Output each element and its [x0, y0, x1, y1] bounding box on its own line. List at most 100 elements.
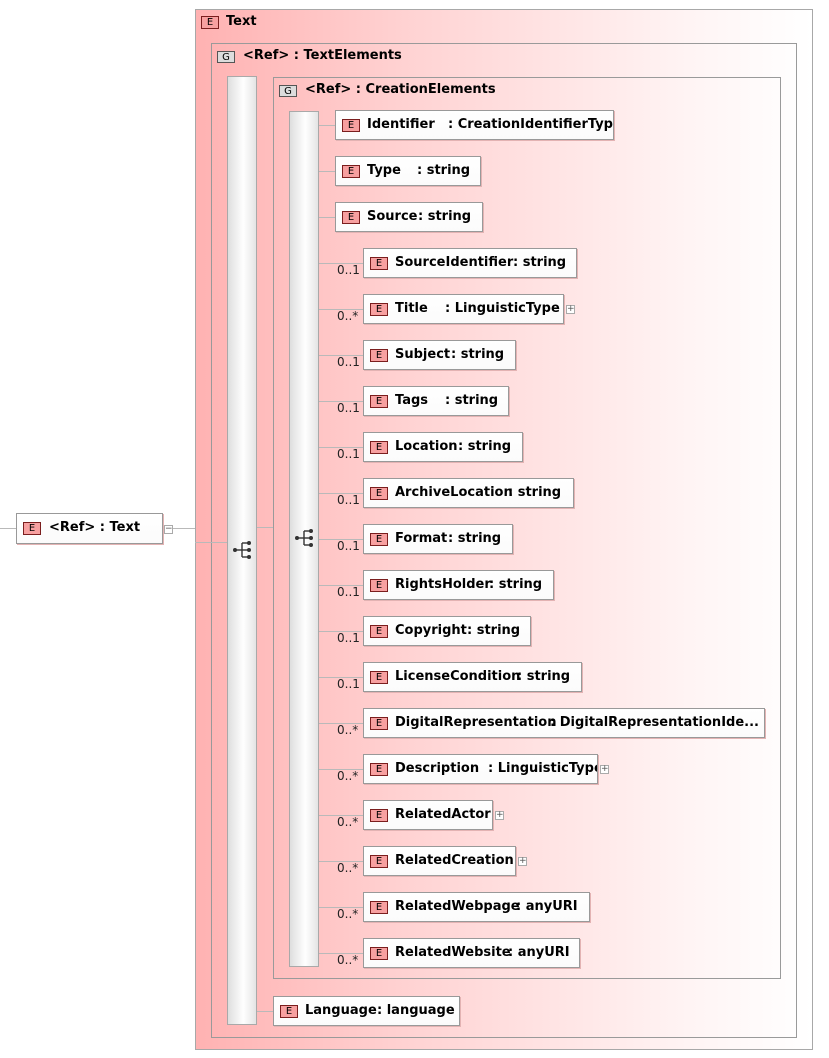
- creation-elements-group-label[interactable]: <Ref> : CreationElements: [305, 82, 496, 97]
- element-badge: E: [280, 1005, 298, 1018]
- element-type: : language: [377, 1003, 455, 1018]
- element-badge: E: [370, 671, 388, 684]
- connector-line: [319, 907, 363, 908]
- root-element-ref-text[interactable]: E <Ref> : Text: [16, 513, 163, 544]
- cardinality-label: 0..*: [337, 723, 359, 737]
- expand-plus-icon[interactable]: +: [495, 810, 504, 820]
- element-name: Type: [367, 163, 401, 178]
- element-badge: E: [342, 119, 360, 132]
- element-badge: E: [370, 441, 388, 454]
- element-name: SourceIdentifier: [395, 255, 514, 270]
- connector-line: [319, 815, 363, 816]
- connector-line: [319, 263, 363, 264]
- expand-plus-icon[interactable]: +: [600, 764, 609, 774]
- connector-line: [0, 528, 16, 529]
- connector-line: [319, 125, 335, 126]
- element-badge: E: [23, 522, 41, 535]
- cardinality-label: 0..*: [337, 769, 359, 783]
- element-type: : string: [517, 669, 571, 684]
- element-name: Source: [367, 209, 418, 224]
- sequence-compositor-icon[interactable]: [294, 528, 316, 548]
- cardinality-label: 0..1: [337, 355, 360, 369]
- element-name: RelatedActor: [395, 807, 491, 822]
- element-badge: E: [370, 579, 388, 592]
- element-type: : string: [458, 439, 512, 454]
- element-badge: E: [370, 533, 388, 546]
- cardinality-label: 0..1: [337, 585, 360, 599]
- expand-plus-icon[interactable]: +: [566, 304, 575, 314]
- text-elements-group-label[interactable]: <Ref> : TextElements: [243, 48, 402, 63]
- connector-line: [319, 861, 363, 862]
- connector-line: [319, 447, 363, 448]
- element-badge: E: [370, 625, 388, 638]
- element-type: : string: [448, 531, 502, 546]
- element-type: : string: [513, 255, 567, 270]
- element-name: RelatedWebpage: [395, 899, 520, 914]
- element-badge: E: [342, 211, 360, 224]
- element-licensecondition[interactable]: E LicenseCondition: string: [363, 662, 582, 692]
- creation-elements-group-frame: [273, 77, 781, 979]
- cardinality-label: 0..1: [337, 447, 360, 461]
- connector-line: [319, 171, 335, 172]
- element-name: Language: [305, 1003, 377, 1018]
- cardinality-label: 0..1: [337, 539, 360, 553]
- cardinality-label: 0..*: [337, 861, 359, 875]
- sequence-compositor-icon[interactable]: [232, 540, 254, 560]
- cardinality-label: 0..1: [337, 263, 360, 277]
- element-name: LicenseCondition: [395, 669, 521, 684]
- connector-line: [319, 309, 363, 310]
- cardinality-label: 0..*: [337, 953, 359, 967]
- connector-line: [319, 355, 363, 356]
- element-type: : CreationIdentifierType: [448, 117, 614, 132]
- collapse-minus-icon[interactable]: −: [164, 524, 173, 534]
- element-type: : anyURI: [516, 899, 578, 914]
- element-badge: E: [370, 303, 388, 316]
- cardinality-label: 0..*: [337, 815, 359, 829]
- connector-line: [173, 528, 195, 529]
- element-relatedwebpage[interactable]: E RelatedWebpage: anyURI: [363, 892, 590, 922]
- element-sourceidentifier[interactable]: E SourceIdentifier: string: [363, 248, 577, 278]
- element-name: Title: [395, 301, 428, 316]
- element-badge: E: [370, 349, 388, 362]
- language-element[interactable]: E Language : language: [273, 996, 460, 1026]
- connector-line: [319, 217, 335, 218]
- connector-line: [319, 769, 363, 770]
- connector-line: [319, 401, 363, 402]
- element-type: : string: [489, 577, 543, 592]
- expand-plus-icon[interactable]: +: [518, 856, 527, 866]
- connector-line: [319, 723, 363, 724]
- element-type: : string: [508, 485, 562, 500]
- element-name: RelatedWebsite: [395, 945, 511, 960]
- connector-line: [319, 953, 363, 954]
- element-badge: E: [370, 855, 388, 868]
- connector-line: [319, 539, 363, 540]
- element-rightsholder[interactable]: E RightsHolder: string: [363, 570, 554, 600]
- element-name: Copyright: [395, 623, 467, 638]
- element-badge: E: [370, 809, 388, 822]
- connector-line: [319, 677, 363, 678]
- group-badge: G: [217, 51, 235, 63]
- element-relatedactor[interactable]: E RelatedActor: [363, 800, 493, 830]
- element-badge: E: [370, 717, 388, 730]
- element-type: : string: [451, 347, 505, 362]
- cardinality-label: 0..*: [337, 907, 359, 921]
- cardinality-label: 0..1: [337, 677, 360, 691]
- text-element-label[interactable]: Text: [226, 14, 257, 29]
- element-badge: E: [370, 257, 388, 270]
- element-badge: E: [370, 901, 388, 914]
- element-name: RightsHolder: [395, 577, 491, 592]
